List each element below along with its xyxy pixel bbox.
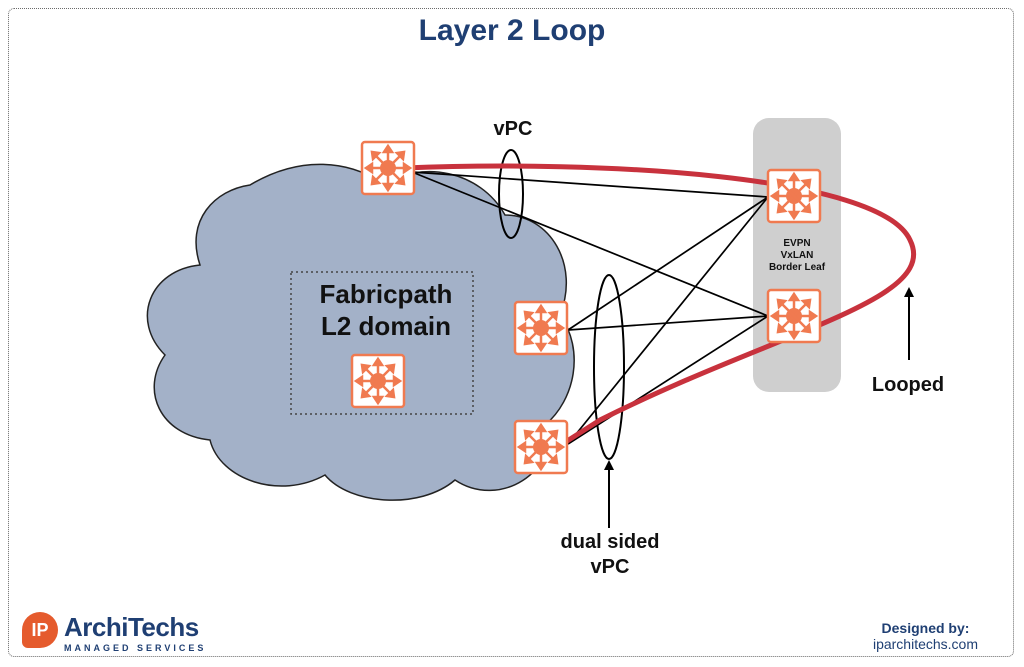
- switch-icon: [766, 168, 822, 224]
- loop-path: [403, 163, 917, 453]
- vpc-top-ellipse: [498, 149, 524, 239]
- switch-icon: [766, 288, 822, 344]
- logo-subtitle: MANAGED SERVICES: [64, 643, 207, 653]
- diagram-title: Layer 2 Loop: [418, 14, 606, 47]
- vpc-dual-ellipse: [593, 274, 625, 460]
- vpc-label: vPC: [493, 118, 533, 140]
- links: [411, 171, 769, 445]
- switch-icon: [513, 419, 569, 475]
- diagram-frame: [8, 8, 1014, 657]
- fabricpath-domain-box: [290, 271, 474, 415]
- looped-label: Looped: [871, 374, 945, 396]
- switch-icon: [513, 300, 569, 356]
- logo-badge: IP: [22, 612, 58, 648]
- logo-name: ArchiTechs: [64, 612, 199, 642]
- designed-by-label: Designed by:: [881, 620, 970, 636]
- cloud-label: Fabricpath L2 domain: [319, 279, 453, 341]
- switch-icon: [350, 353, 406, 409]
- dual-vpc-label: dual sided vPC: [560, 531, 660, 578]
- switch-icon: [360, 140, 416, 196]
- border-leaf-label: EVPN VxLAN Border Leaf: [768, 238, 826, 273]
- website-link[interactable]: iparchitechs.com: [872, 636, 978, 652]
- designed-by: Designed by: iparchitechs.com: [873, 620, 978, 652]
- fabricpath-cloud: [146, 163, 575, 501]
